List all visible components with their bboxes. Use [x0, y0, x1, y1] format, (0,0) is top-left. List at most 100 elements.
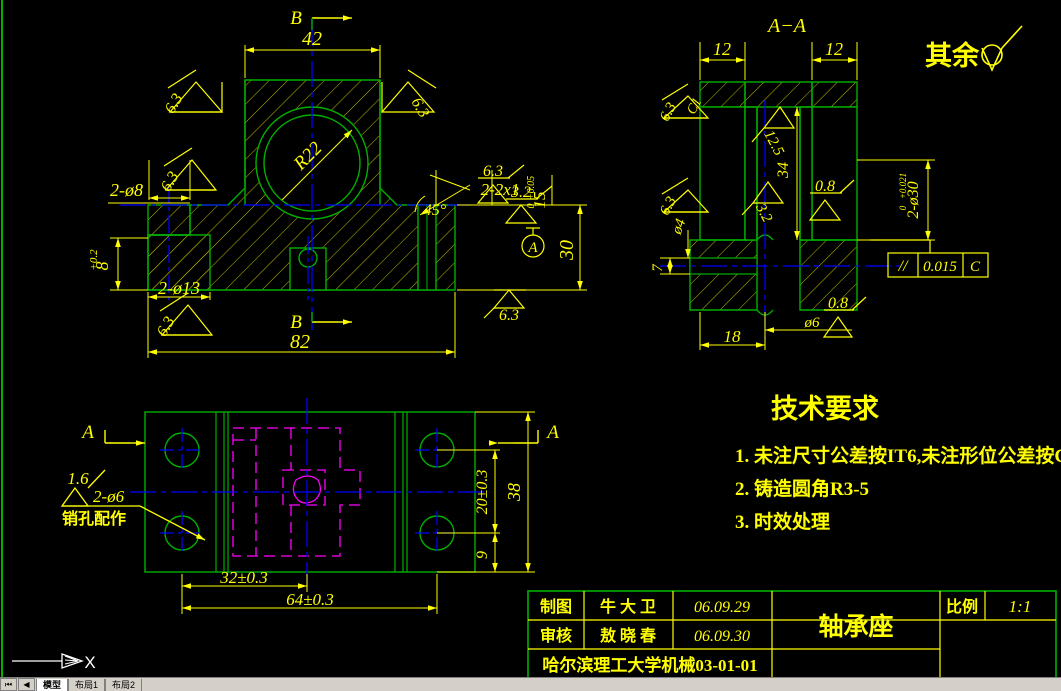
roughness-bottom-text: 6.3 [499, 307, 519, 324]
roughness-32-text: 3.2 [510, 184, 531, 201]
pin-hole-rough-text: 1.6 [67, 469, 89, 488]
angle-arc [414, 195, 426, 213]
roughness-chamfer-text: 6.3 [483, 163, 503, 180]
ucs-x-label: X [84, 653, 95, 672]
dim-12-right [811, 42, 858, 80]
dim-15-text: 15 [530, 192, 549, 209]
dim-8-tol-text: +0.2 [88, 249, 100, 271]
gtol-symbol-text: // [898, 258, 909, 275]
technical-requirements: 技术要求 1. 未注尺寸公差按IT6,未注形位公差按C级 2. 铸造圆角R3-5… [735, 394, 1061, 533]
ucs-icon: X [12, 653, 96, 672]
gtol-frame [870, 239, 989, 278]
section-aa-title: A−A [766, 15, 807, 37]
dim-32pm [181, 574, 308, 592]
section-label-a-left: A [80, 422, 94, 443]
roughness-front-tr [380, 69, 437, 113]
dim-9-text: 9 [474, 551, 491, 559]
roughness-08-upper [808, 179, 855, 221]
section-label-b-top: B [290, 8, 302, 29]
dim-18-text: 18 [724, 327, 742, 346]
dim-12-left-text: 12 [713, 39, 731, 59]
roughness-c1 [661, 83, 710, 119]
titleblock-row2-date: 06.09.30 [694, 628, 750, 645]
dim-2d8-text: 2-ø8 [110, 180, 143, 200]
titleblock-scale-value: 1:1 [1009, 597, 1032, 616]
section-aa-body [689, 81, 858, 316]
roughness-front-bottom [483, 289, 526, 319]
section-mark-a-left [104, 430, 145, 446]
dim-20pm-text: 20±0.3 [474, 470, 491, 515]
dim-angle-text: 45° [424, 202, 447, 219]
dim-38-text: 38 [504, 483, 524, 502]
section-label-a-right: A [545, 422, 559, 443]
detail-mark-a [521, 227, 545, 258]
roughness-front-32 [504, 185, 553, 224]
dim-chamfer-text: 2-2x1 [481, 180, 520, 199]
dim-15-lower-text: 0 [526, 204, 537, 209]
layout-tab-layout1[interactable]: 布局1 [68, 678, 106, 691]
pin-hole-note [60, 469, 206, 541]
dim-30-text: 30 [556, 240, 578, 261]
roughness-125-text: 12.5 [760, 128, 787, 159]
front-view-centerlines [120, 20, 470, 330]
titleblock-row1-name: 牛 大 卫 [600, 597, 656, 616]
dim-15-upper-text: +0.05 [526, 176, 537, 200]
roughness-aa-63b-text: 6.3 [657, 194, 680, 218]
roughness-08-lower-text: 0.8 [828, 295, 848, 312]
roughness-125 [751, 105, 796, 143]
section-label-b-bottom: B [290, 312, 302, 333]
nav-prev-button[interactable]: ◀ [18, 678, 35, 691]
dim-64pm-text: 64±0.3 [286, 590, 334, 609]
dim-2d13-text: 2-ø13 [158, 278, 200, 298]
dim-7 [660, 257, 676, 275]
dim-82 [147, 292, 456, 358]
title-block-grid [528, 591, 1056, 679]
roughness-ml-text: 6.3 [158, 169, 183, 195]
dim-82-text: 82 [290, 331, 310, 353]
title-block[interactable]: 制图 牛 大 卫 06.09.29 审核 敖 晓 春 06.09.30 哈尔滨理… [527, 590, 1057, 680]
section-aa-view[interactable]: A−A [650, 15, 989, 350]
roughness-c1-text: C1 [684, 96, 705, 117]
dim-d4-text: ø4 [669, 216, 690, 237]
dim-34-text: 34 [775, 162, 792, 179]
nav-first-button[interactable]: ⏮ [0, 678, 17, 691]
dim-32pm-text: 32±0.3 [219, 568, 268, 587]
other-surface-note: 其余 [925, 25, 1023, 72]
titleblock-row1-date: 06.09.29 [694, 599, 750, 616]
section-mark-a-right [489, 430, 539, 446]
dim-chamfer-leader [419, 174, 471, 216]
dim-2d8 [108, 160, 191, 204]
layout-tab-layout2[interactable]: 布局2 [105, 678, 143, 691]
titleblock-part-name: 轴承座 [818, 612, 893, 641]
tech-title: 技术要求 [771, 394, 879, 424]
pin-hole-count-text: 2-ø6 [93, 487, 125, 506]
status-bar[interactable]: ⏮ ◀ 模型 布局1 布局2 [0, 677, 1061, 691]
dim-2d30-upper-text: +0.021 [898, 173, 908, 199]
roughness-aa-63b [661, 177, 710, 213]
dim-d6-text: ø6 [804, 315, 821, 331]
roughness-front-ml [163, 147, 218, 191]
dim-8-text: 8 [92, 262, 112, 271]
titleblock-row2-name: 敖 晓 春 [600, 626, 657, 645]
front-view[interactable]: 42 82 30 R22 2-ø8 [88, 8, 587, 358]
dim-7-text: 7 [650, 263, 666, 272]
dim-8-tol [110, 237, 148, 291]
roughness-tl-text: 6.3 [162, 91, 187, 117]
roughness-08-lower [822, 296, 867, 338]
roughness-aa-63a-text: 6.3 [657, 100, 680, 124]
top-view-hidden-outline [232, 427, 361, 557]
roughness-front-tl [167, 69, 224, 113]
dim-20pm [437, 449, 500, 534]
top-view[interactable]: A A 1.6 2-ø6 销孔配作 32±0.3 [60, 398, 559, 614]
dim-42-text: 42 [302, 28, 322, 50]
dim-2d30 [857, 159, 935, 241]
tech-item-1: 1. 未注尺寸公差按IT6,未注形位公差按C级 [735, 444, 1061, 467]
roughness-bl-text: 6.3 [154, 314, 179, 340]
dim-42 [244, 45, 381, 78]
dim-38 [475, 411, 535, 573]
detail-mark-a-text: A [527, 240, 538, 256]
layout-tab-model[interactable]: 模型 [36, 678, 69, 691]
roughness-tr-text: 6.3 [408, 95, 433, 121]
